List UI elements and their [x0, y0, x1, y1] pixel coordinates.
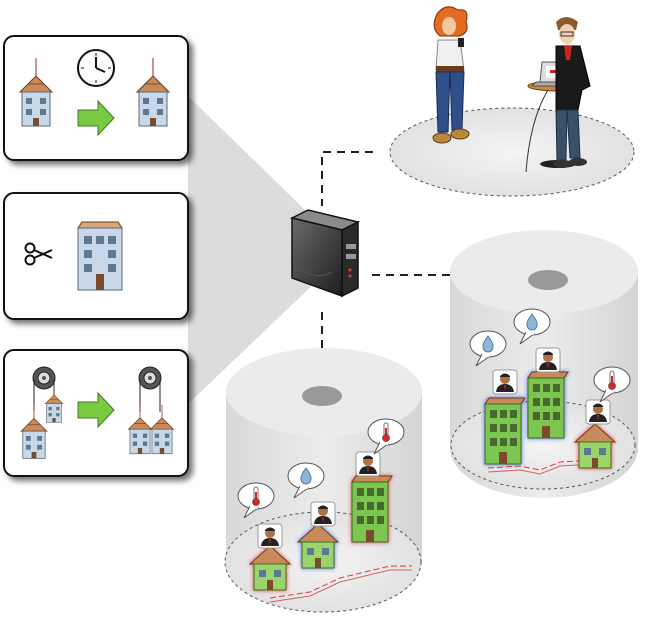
pulley-icon	[138, 366, 162, 390]
cluster-users	[389, 6, 635, 197]
panel-scheduled-upgrade	[3, 35, 189, 161]
arrow-right-icon	[77, 391, 115, 429]
person-icon	[257, 523, 283, 549]
server-icon	[289, 209, 361, 298]
pulley-icon	[32, 366, 56, 390]
scissors-icon	[24, 242, 53, 266]
clock-icon	[77, 49, 115, 87]
apartment-icon	[351, 475, 393, 543]
funnel-shape	[188, 96, 318, 404]
apartment-icon	[484, 397, 526, 465]
panel-split	[3, 192, 189, 320]
person-icon	[585, 399, 611, 425]
arrow-right-icon	[77, 99, 115, 137]
apartment-icon	[527, 371, 569, 439]
woman-with-phone-icon	[432, 6, 470, 144]
building-icon	[77, 221, 123, 291]
connector-top	[321, 151, 373, 206]
person-icon	[492, 369, 518, 395]
person-icon	[310, 501, 336, 527]
panel-scale-out	[3, 349, 189, 477]
person-icon	[355, 451, 381, 477]
cluster-city-right	[450, 230, 638, 498]
man-with-laptop-icon	[553, 17, 591, 168]
person-icon	[535, 347, 561, 373]
cluster-city-bottom	[224, 348, 422, 613]
